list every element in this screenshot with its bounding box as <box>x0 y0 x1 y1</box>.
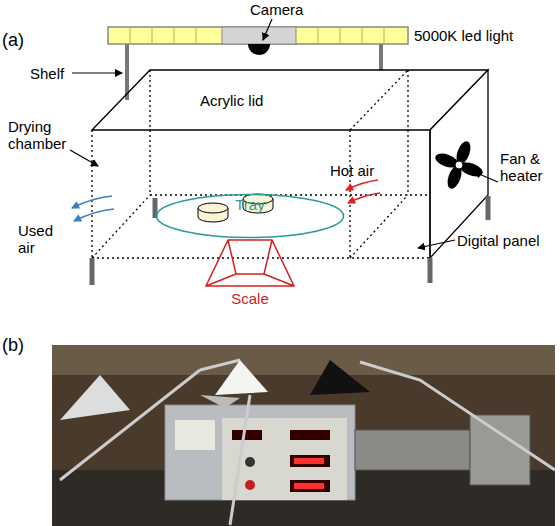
used-air-arrow <box>72 196 112 208</box>
label: Acrylic lid <box>200 92 263 109</box>
scale-stand: Scale <box>200 238 300 310</box>
label: Fan & heater <box>500 150 558 184</box>
tray-ellipse: Tray <box>155 193 345 239</box>
camera-symbol <box>248 44 270 55</box>
leg <box>92 196 488 285</box>
label: Hot air <box>330 162 374 179</box>
node-text: Scale <box>200 290 300 307</box>
fan-symbol <box>433 139 484 190</box>
label: 5000K led light <box>414 27 513 44</box>
leader-arrow <box>70 19 498 248</box>
photo <box>52 345 555 526</box>
used-air-arrow <box>74 209 114 221</box>
hot-air-arrow <box>346 180 378 190</box>
outline-shape <box>206 240 294 286</box>
hot-air-arrow <box>348 193 380 203</box>
label: Drying chamber <box>8 118 83 152</box>
label: (b) <box>2 335 24 355</box>
label: (a) <box>2 30 24 50</box>
label: Digital panel <box>457 232 540 249</box>
label: Used air <box>18 222 63 256</box>
shelf-post <box>379 44 383 70</box>
node-text: Tray <box>155 196 345 213</box>
label: Camera <box>250 1 303 18</box>
label: Shelf <box>30 65 64 82</box>
led-light <box>108 27 408 44</box>
drying-chamber <box>92 70 488 258</box>
